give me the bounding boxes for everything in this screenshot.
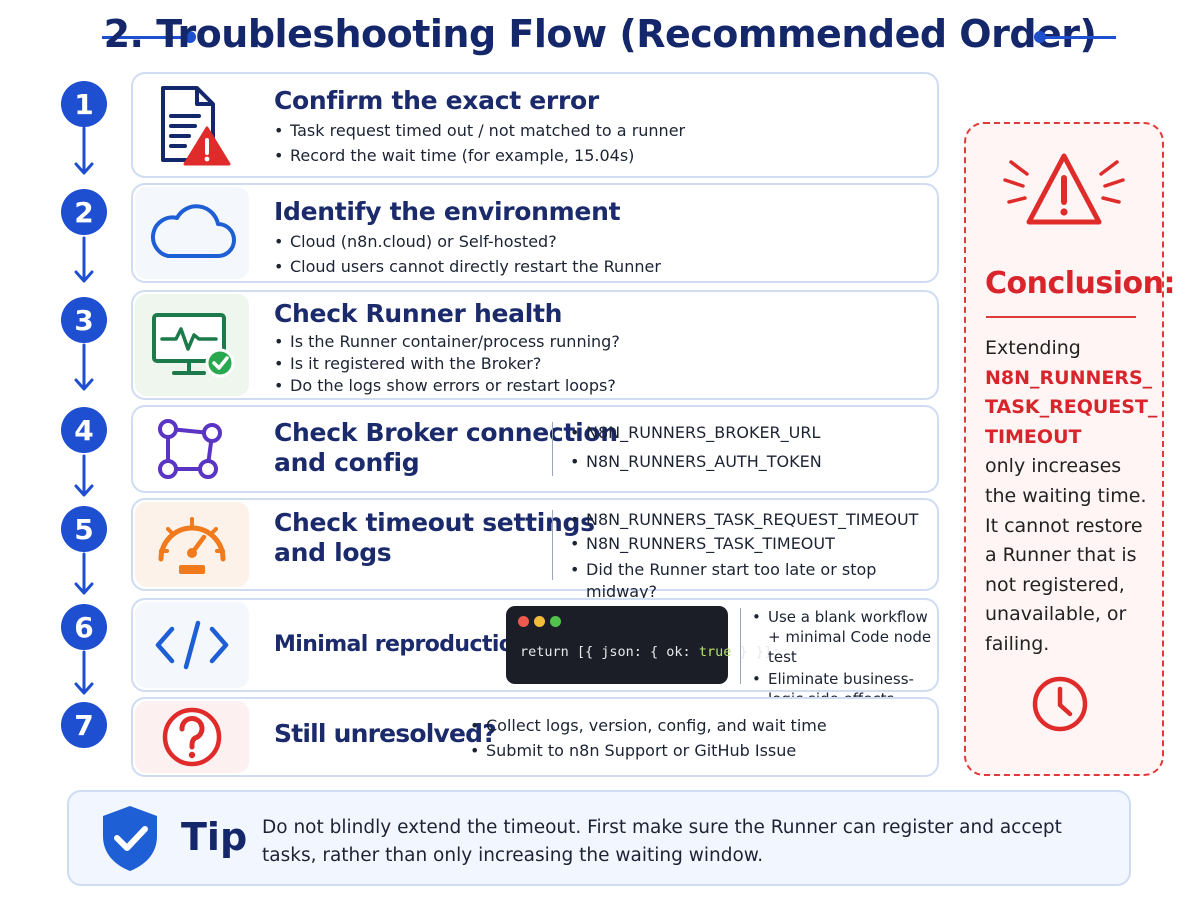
step-card-4 (131, 405, 939, 493)
list-item: Is it registered with the Broker? (272, 353, 912, 375)
conclusion-line: unavailable, or (985, 603, 1127, 626)
step-number-2: 2 (61, 189, 107, 235)
step-bullets-6: Use a blank workflow + minimal Code node… (750, 607, 936, 709)
step-icon-box-2 (135, 187, 249, 279)
list-item: Cloud users cannot directly restart the … (272, 256, 912, 278)
connection-nodes-icon (158, 419, 222, 479)
conclusion-divider (986, 316, 1136, 318)
tip-label: Tip (181, 815, 248, 859)
list-item: Did the Runner start too late or stop mi… (568, 559, 938, 603)
list-item: Task request timed out / not matched to … (272, 120, 912, 142)
step-heading-5: Check timeout settings and logs (274, 508, 595, 568)
alert-warning-icon (1003, 153, 1125, 225)
step-heading-2: Identify the environment (274, 197, 621, 226)
step-icon-box-3 (135, 294, 249, 396)
step-number-5: 5 (61, 506, 107, 552)
step-bullets-7: Collect logs, version, config, and wait … (468, 715, 928, 762)
conclusion-highlight-line: TIMEOUT (985, 425, 1082, 448)
step-heading-1: Confirm the exact error (274, 86, 599, 115)
window-dot-yellow (534, 616, 545, 627)
title-line-right (1042, 36, 1116, 39)
list-item: N8N_RUNNERS_TASK_TIMEOUT (568, 533, 938, 555)
document-warning-icon (161, 86, 231, 166)
step-number-3: 3 (61, 297, 107, 343)
step-bullets-5: N8N_RUNNERS_TASK_REQUEST_TIMEOUT N8N_RUN… (568, 509, 938, 603)
step-icon-box-6 (135, 602, 249, 688)
conclusion-lead: Extending (985, 337, 1081, 359)
tip-text: Do not blindly extend the timeout. First… (262, 817, 1062, 866)
step-icon-box-7 (135, 701, 249, 773)
step-icon-box-5 (135, 502, 249, 587)
step-heading-7: Still unresolved? (274, 719, 497, 748)
code-line: return [{ json: { ok: true } }]; (520, 644, 780, 660)
step-icon-box-1 (135, 76, 249, 174)
conclusion-line: the waiting time. (985, 484, 1147, 507)
step-heading-4: Check Broker connection and config (274, 418, 618, 478)
conclusion-panel (964, 122, 1164, 776)
step-bullets-2: Cloud (n8n.cloud) or Self-hosted? Cloud … (272, 231, 912, 278)
conclusion-line: failing. (985, 632, 1050, 655)
step-bullets-4: N8N_RUNNERS_BROKER_URL N8N_RUNNERS_AUTH_… (568, 422, 928, 473)
code-prefix: return [{ json: { ok: (520, 644, 699, 660)
shield-check-icon (103, 806, 157, 871)
title-dot-right (1034, 31, 1046, 43)
conclusion-line: a Runner that is (985, 544, 1137, 567)
step-bullets-1: Task request timed out / not matched to … (272, 120, 912, 167)
monitor-health-icon (152, 313, 235, 378)
list-item: Do the logs show errors or restart loops… (272, 375, 912, 397)
list-item: N8N_RUNNERS_AUTH_TOKEN (568, 451, 928, 473)
step-divider-5 (552, 510, 553, 580)
window-dot-red (518, 616, 529, 627)
code-snippet: return [{ json: { ok: true } }]; (506, 606, 780, 684)
step-card-7 (131, 697, 939, 777)
conclusion-title: Conclusion: (985, 266, 1176, 301)
list-item: Is the Runner container/process running? (272, 331, 912, 353)
cloud-icon (150, 204, 236, 258)
step-heading-5-line-2: and logs (274, 538, 392, 567)
conclusion-line: only increases (985, 455, 1122, 478)
step-number-4: 4 (61, 407, 107, 453)
conclusion-highlight-line: N8N_RUNNERS_ (985, 366, 1153, 389)
speedometer-icon (158, 516, 226, 574)
step-bullets-3: Is the Runner container/process running?… (272, 331, 912, 397)
code-value: true (698, 644, 732, 660)
conclusion-text: Extending N8N_RUNNERS_ TASK_REQUEST_ TIM… (985, 334, 1160, 660)
step-number-1: 1 (61, 81, 107, 127)
list-item: Record the wait time (for example, 15.04… (272, 145, 912, 167)
page-title: 2. Troubleshooting Flow (Recommended Ord… (103, 12, 1097, 56)
conclusion-highlight-line: TASK_REQUEST_ (985, 396, 1158, 419)
step-number-6: 6 (61, 604, 107, 650)
flow-arrows (74, 126, 94, 695)
tip-box (67, 790, 1131, 886)
step-heading-4-line-2: and config (274, 448, 420, 477)
clock-icon (1032, 676, 1088, 732)
list-item: Submit to n8n Support or GitHub Issue (468, 740, 928, 762)
step-heading-5-line-1: Check timeout settings (274, 508, 595, 537)
step-heading-4-line-1: Check Broker connection (274, 418, 618, 447)
list-item: N8N_RUNNERS_TASK_REQUEST_TIMEOUT (568, 509, 938, 531)
step-divider-6 (740, 608, 741, 684)
list-item: Use a blank workflow + minimal Code node… (750, 607, 936, 667)
list-item: N8N_RUNNERS_BROKER_URL (568, 422, 928, 444)
title-dot-left (184, 31, 196, 43)
list-item: Collect logs, version, config, and wait … (468, 715, 928, 737)
conclusion-line: It cannot restore (985, 514, 1143, 537)
question-icon (162, 707, 222, 767)
step-icon-box-4 (135, 409, 249, 489)
conclusion-line: not registered, (985, 573, 1125, 596)
step-number-7: 7 (61, 702, 107, 748)
title-line-left (102, 36, 190, 39)
code-brackets-icon (155, 620, 229, 670)
window-dot-green (550, 616, 561, 627)
list-item: Cloud (n8n.cloud) or Self-hosted? (272, 231, 912, 253)
step-heading-3: Check Runner health (274, 299, 563, 328)
step-divider-4 (552, 422, 553, 476)
